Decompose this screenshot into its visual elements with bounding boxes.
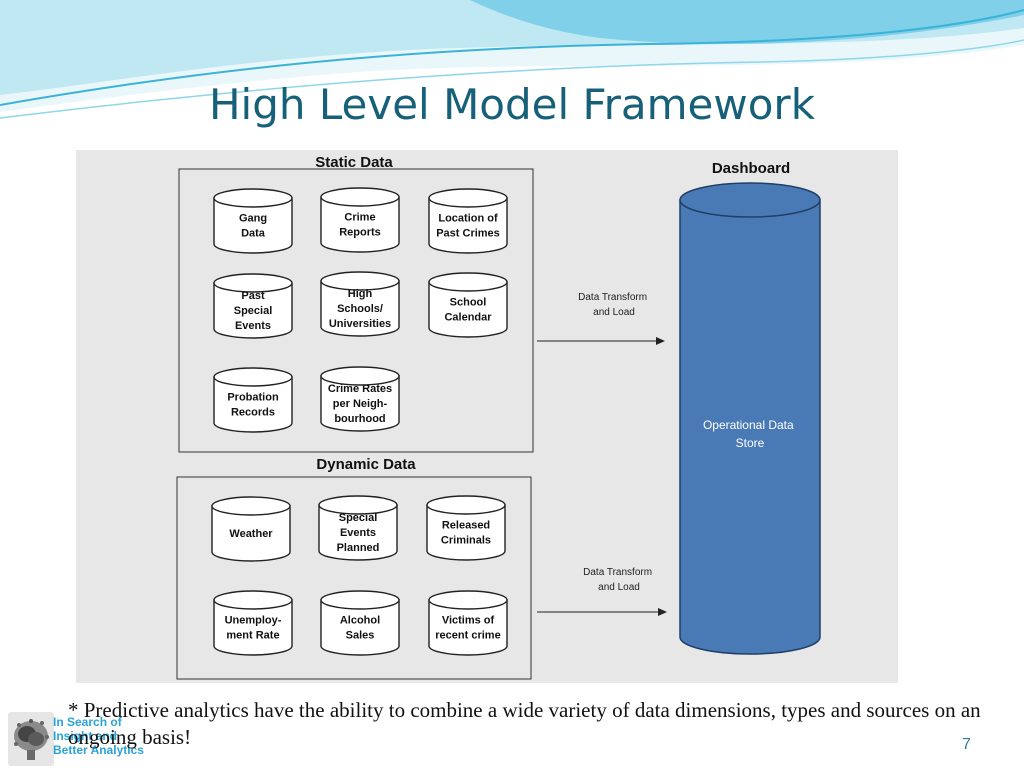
- static-load-arrowhead: [656, 337, 665, 345]
- dynamic-source-cylinder-label: Unemploy-ment Rate: [225, 615, 282, 642]
- logo-text: In Search of Insight and Better Analytic…: [53, 715, 144, 757]
- dynamic-source-cylinder: Unemploy-ment Rate: [213, 590, 293, 656]
- dynamic-load-arrowhead: [658, 608, 667, 616]
- page-number: 7: [962, 736, 971, 753]
- static-data-label: Static Data: [315, 154, 393, 171]
- static-edge-label: Data Transform and Load: [578, 292, 650, 318]
- slide-title: High Level Model Framework: [208, 80, 816, 129]
- footnote: * Predictive analytics have the ability …: [68, 698, 981, 749]
- dynamic-edge-label: Data Transform and Load: [583, 567, 655, 593]
- dashboard-label: Dashboard: [712, 160, 790, 177]
- dynamic-source-cylinder: Weather: [211, 496, 291, 562]
- operational-data-store: [679, 182, 821, 655]
- operational-data-store-label: Operational Data Store: [703, 418, 797, 450]
- brain-logo-icon: [8, 712, 54, 766]
- logo-text-line: Better Analytics: [53, 743, 144, 757]
- logo-text-line: Insight and: [53, 729, 117, 743]
- dynamic-data-label: Dynamic Data: [316, 456, 416, 473]
- header-wave-decoration: [0, 0, 1024, 119]
- dynamic-source-cylinder-label: Weather: [229, 528, 273, 540]
- logo-text-line: In Search of: [53, 715, 122, 729]
